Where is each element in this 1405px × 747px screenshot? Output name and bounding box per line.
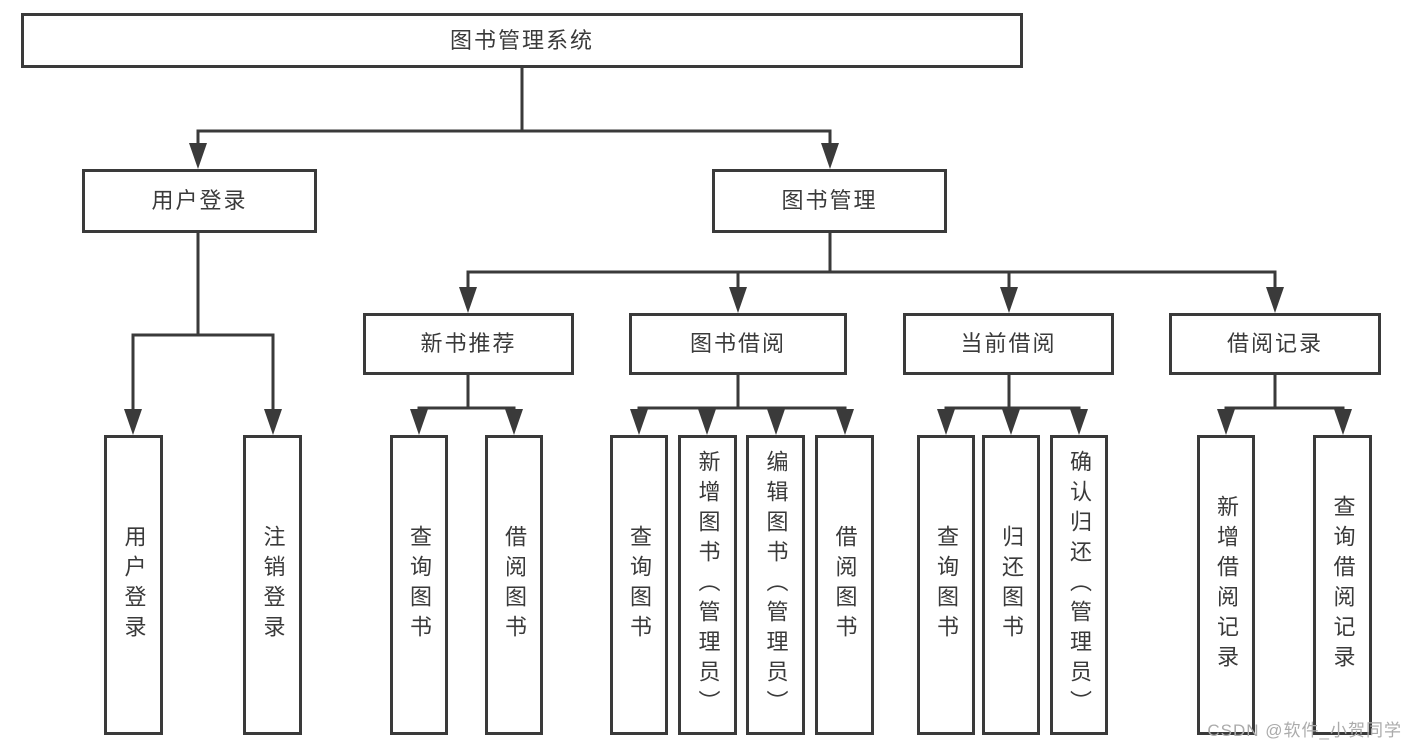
leaf-borrow-books: 借阅图书 — [815, 435, 874, 735]
leaf-confirm-return-admin: 确认归还（管理员） — [1050, 435, 1108, 735]
leaf-add-books-admin: 新增图书（管理员） — [678, 435, 737, 735]
leaf-query-borrow-record: 查询借阅记录 — [1313, 435, 1372, 735]
leaf-query-books-borrow: 查询图书 — [610, 435, 668, 735]
node-new-book-recommend: 新书推荐 — [363, 313, 574, 375]
leaf-query-books-recommend: 查询图书 — [390, 435, 448, 735]
leaf-return-books: 归还图书 — [982, 435, 1040, 735]
leaf-borrow-books-recommend: 借阅图书 — [485, 435, 543, 735]
node-book-management: 图书管理 — [712, 169, 947, 233]
leaf-query-books-current: 查询图书 — [917, 435, 975, 735]
watermark: CSDN @软件_小贺同学 — [1207, 721, 1402, 740]
leaf-user-login: 用户登录 — [104, 435, 163, 735]
node-library-system: 图书管理系统 — [21, 13, 1023, 68]
node-current-borrow: 当前借阅 — [903, 313, 1114, 375]
node-book-borrow: 图书借阅 — [629, 313, 847, 375]
leaf-edit-books-admin: 编辑图书（管理员） — [746, 435, 805, 735]
leaf-add-borrow-record: 新增借阅记录 — [1197, 435, 1255, 735]
node-user-login: 用户登录 — [82, 169, 317, 233]
leaf-logout-login: 注销登录 — [243, 435, 302, 735]
node-borrow-records: 借阅记录 — [1169, 313, 1381, 375]
